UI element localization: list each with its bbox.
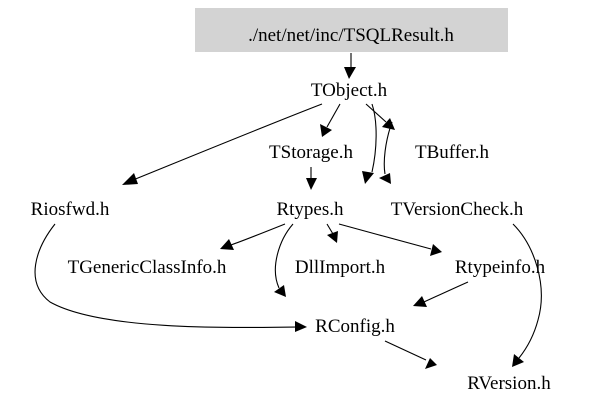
edge-tobject-to-rtypes (362, 103, 377, 184)
node-label-tversioncheck: TVersionCheck.h (391, 199, 524, 220)
node-box-root (195, 8, 508, 52)
node-label-tstorage: TStorage.h (269, 142, 353, 163)
node-tgenericclassinfo[interactable]: TGenericClassInfo.h (68, 257, 227, 278)
edge-line (274, 223, 294, 289)
node-label-rconfig: RConfig.h (315, 316, 395, 337)
node-riosfwd[interactable]: Riosfwd.h (31, 199, 110, 220)
arrowhead-icon (413, 296, 427, 307)
edge-tobject-to-tstorage (320, 103, 341, 137)
node-rversion[interactable]: RVersion.h (467, 373, 551, 394)
node-rconfig[interactable]: RConfig.h (315, 316, 395, 337)
arrowhead-icon (362, 171, 374, 184)
node-label-riosfwd: Riosfwd.h (31, 199, 110, 220)
arrowhead-icon (274, 285, 286, 297)
edge-root-to-tobject (344, 53, 356, 79)
node-root[interactable]: ./net/net/inc/TSQLResult.h (195, 8, 508, 52)
edge-rconfig-to-rversion (384, 340, 437, 369)
edge-tbuffer-to-tversioncheck (379, 121, 393, 184)
edge-line (365, 103, 387, 123)
edge-tversioncheck-to-rversion (512, 223, 542, 367)
edge-line (512, 223, 542, 359)
arrowhead-icon (122, 173, 138, 185)
node-label-root: ./net/net/inc/TSQLResult.h (248, 25, 454, 46)
node-label-rversion: RVersion.h (467, 373, 551, 394)
node-label-tgenericclassinfo: TGenericClassInfo.h (68, 257, 227, 278)
node-label-tbuffer: TBuffer.h (415, 142, 490, 163)
edge-line (371, 103, 377, 173)
arrowhead-icon (344, 67, 356, 79)
edge-line (338, 223, 432, 250)
arrowhead-icon (425, 358, 437, 369)
arrowhead-icon (306, 178, 317, 190)
node-tbuffer[interactable]: TBuffer.h (415, 142, 490, 163)
arrowhead-icon (295, 321, 307, 332)
edge-rtypeinfo-to-rconfig (413, 281, 469, 307)
node-tstorage[interactable]: TStorage.h (269, 142, 353, 163)
node-rtypeinfo[interactable]: Rtypeinfo.h (455, 257, 546, 278)
node-tversioncheck[interactable]: TVersionCheck.h (391, 199, 524, 220)
arrowhead-icon (320, 124, 332, 137)
arrowhead-icon (430, 244, 442, 256)
nodes-layer: ./net/net/inc/TSQLResult.hTObject.hTStor… (31, 8, 551, 394)
node-label-dllimport: DllImport.h (295, 257, 386, 278)
edge-line (34, 223, 297, 329)
edge-line (230, 223, 286, 246)
node-label-rtypes: Rtypes.h (276, 199, 344, 220)
edge-line (326, 103, 341, 128)
node-tobject[interactable]: TObject.h (311, 80, 388, 101)
edge-tobject-to-riosfwd (122, 103, 323, 185)
edges-layer (34, 53, 542, 369)
edge-rtypes-to-dllimport (326, 223, 338, 243)
node-rtypes[interactable]: Rtypes.h (276, 199, 344, 220)
edge-line (326, 223, 334, 235)
arrowhead-icon (327, 231, 338, 243)
node-dllimport[interactable]: DllImport.h (295, 257, 386, 278)
edge-line (383, 121, 393, 175)
arrowhead-icon (379, 173, 391, 184)
node-label-rtypeinfo: Rtypeinfo.h (455, 257, 546, 278)
edge-line (132, 103, 323, 181)
edge-rtypes-to-rconfig (274, 223, 294, 297)
edge-rtypes-to-rtypeinfo (338, 223, 442, 256)
arrowhead-icon (382, 118, 395, 130)
edge-rtypes-to-tgenericclassinfo (220, 223, 286, 250)
node-label-tobject: TObject.h (311, 80, 388, 101)
edge-tstorage-to-rtypes (306, 167, 317, 190)
arrowhead-icon (512, 354, 524, 367)
edge-line (423, 281, 469, 303)
edge-line (384, 340, 427, 361)
arrowhead-icon (220, 239, 234, 250)
edge-tobject-to-tbuffer (365, 103, 395, 130)
edge-riosfwd-to-rconfig (34, 223, 307, 332)
